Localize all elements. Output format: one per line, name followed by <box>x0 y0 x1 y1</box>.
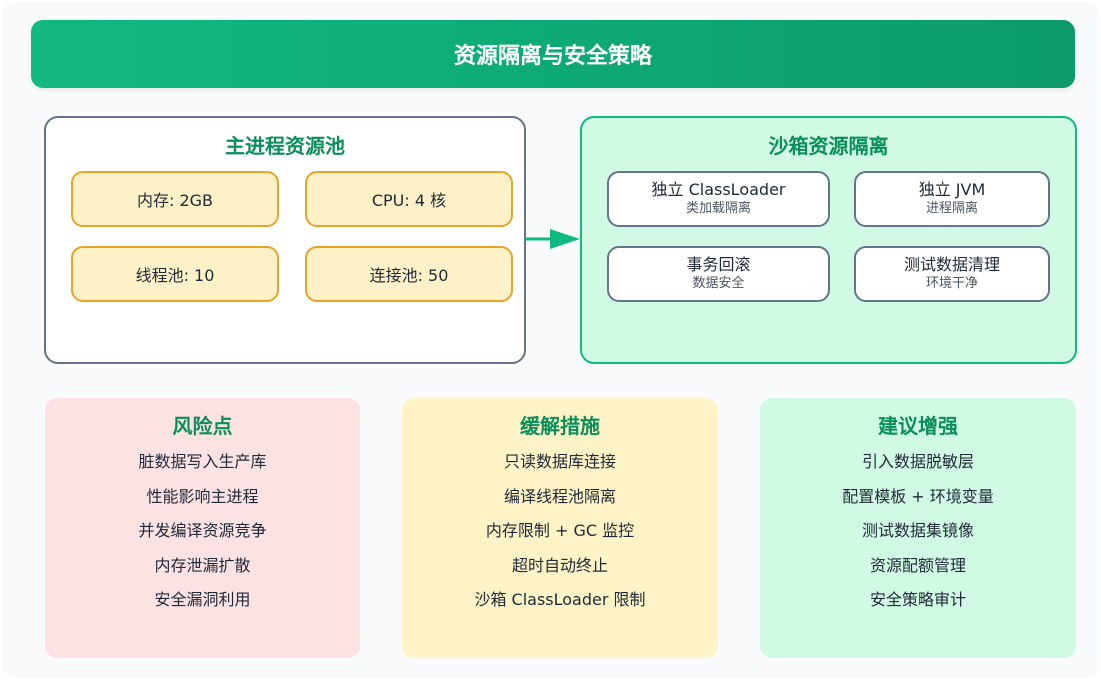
resource-thread-pool: 线程池: 10 <box>71 246 279 302</box>
list-item: 内存泄漏扩散 <box>154 555 251 575</box>
resource-label: 内存: 2GB <box>136 191 214 210</box>
enhancements-card: 建议增强 引入数据脱敏层 配置模板 + 环境变量 测试数据集镜像 资源配额管理 … <box>760 398 1076 658</box>
sandbox-item-title: 独立 JVM <box>918 180 986 199</box>
mitigations-title: 缓解措施 <box>520 414 600 438</box>
list-item: 脏数据写入生产库 <box>138 452 267 471</box>
risks-title: 风险点 <box>172 414 233 438</box>
list-item: 安全漏洞利用 <box>154 590 251 609</box>
sandbox-item-data-cleanup: 测试数据清理 环境干净 <box>854 246 1050 302</box>
resource-label: 线程池: 10 <box>135 266 215 285</box>
sandbox-isolation-title: 沙箱资源隔离 <box>768 134 889 158</box>
sandbox-item-title: 事务回滚 <box>686 255 751 274</box>
sandbox-item-subtitle: 进程隔离 <box>925 201 978 216</box>
sandbox-item-title: 独立 ClassLoader <box>651 180 786 199</box>
list-item: 配置模板 + 环境变量 <box>842 486 994 506</box>
main-resource-pool-title: 主进程资源池 <box>225 134 345 158</box>
list-item: 资源配额管理 <box>869 555 966 575</box>
resource-label: 连接池: 50 <box>369 266 449 285</box>
sandbox-item-classloader: 独立 ClassLoader 类加载隔离 <box>607 171 830 227</box>
risks-list: 脏数据写入生产库 性能影响主进程 并发编译资源竞争 内存泄漏扩散 安全漏洞利用 <box>45 445 360 618</box>
list-item: 测试数据集镜像 <box>861 521 974 540</box>
list-item: 内存限制 + GC 监控 <box>485 521 635 540</box>
sandbox-item-subtitle: 环境干净 <box>925 276 978 291</box>
flow-arrow <box>526 229 580 249</box>
mitigations-list: 只读数据库连接 编译线程池隔离 内存限制 + GC 监控 超时自动终止 沙箱 C… <box>402 445 718 618</box>
resource-memory: 内存: 2GB <box>71 171 279 227</box>
list-item: 并发编译资源竞争 <box>138 521 267 540</box>
sandbox-isolation-panel: 沙箱资源隔离 独立 ClassLoader 类加载隔离 独立 JVM 进程隔离 … <box>580 116 1077 364</box>
list-item: 超时自动终止 <box>511 555 608 575</box>
resource-cpu: CPU: 4 核 <box>305 171 513 227</box>
diagram-title-banner: 资源隔离与安全策略 <box>31 20 1075 88</box>
enhancements-list: 引入数据脱敏层 配置模板 + 环境变量 测试数据集镜像 资源配额管理 安全策略审… <box>760 445 1076 618</box>
sandbox-item-subtitle: 数据安全 <box>692 276 745 291</box>
sandbox-item-subtitle: 类加载隔离 <box>685 201 751 216</box>
sandbox-item-title: 测试数据清理 <box>903 255 1000 274</box>
list-item: 编译线程池隔离 <box>503 486 616 506</box>
risks-card: 风险点 脏数据写入生产库 性能影响主进程 并发编译资源竞争 内存泄漏扩散 安全漏… <box>45 398 360 658</box>
list-item: 安全策略审计 <box>869 590 966 609</box>
list-item: 只读数据库连接 <box>503 452 616 471</box>
sandbox-item-rollback: 事务回滚 数据安全 <box>607 246 830 302</box>
flow-arrow-head <box>550 229 580 249</box>
resource-connection-pool: 连接池: 50 <box>305 246 513 302</box>
diagram-title: 资源隔离与安全策略 <box>453 44 652 69</box>
list-item: 引入数据脱敏层 <box>861 452 974 471</box>
main-resource-pool-panel: 主进程资源池 内存: 2GB CPU: 4 核 线程池: 10 连接池: 50 <box>44 116 526 364</box>
sandbox-item-jvm: 独立 JVM 进程隔离 <box>854 171 1050 227</box>
enhancements-title: 建议增强 <box>878 414 958 438</box>
list-item: 性能影响主进程 <box>146 486 259 506</box>
list-item: 沙箱 ClassLoader 限制 <box>474 590 646 609</box>
mitigations-card: 缓解措施 只读数据库连接 编译线程池隔离 内存限制 + GC 监控 超时自动终止… <box>402 398 718 658</box>
resource-label: CPU: 4 核 <box>371 191 447 210</box>
